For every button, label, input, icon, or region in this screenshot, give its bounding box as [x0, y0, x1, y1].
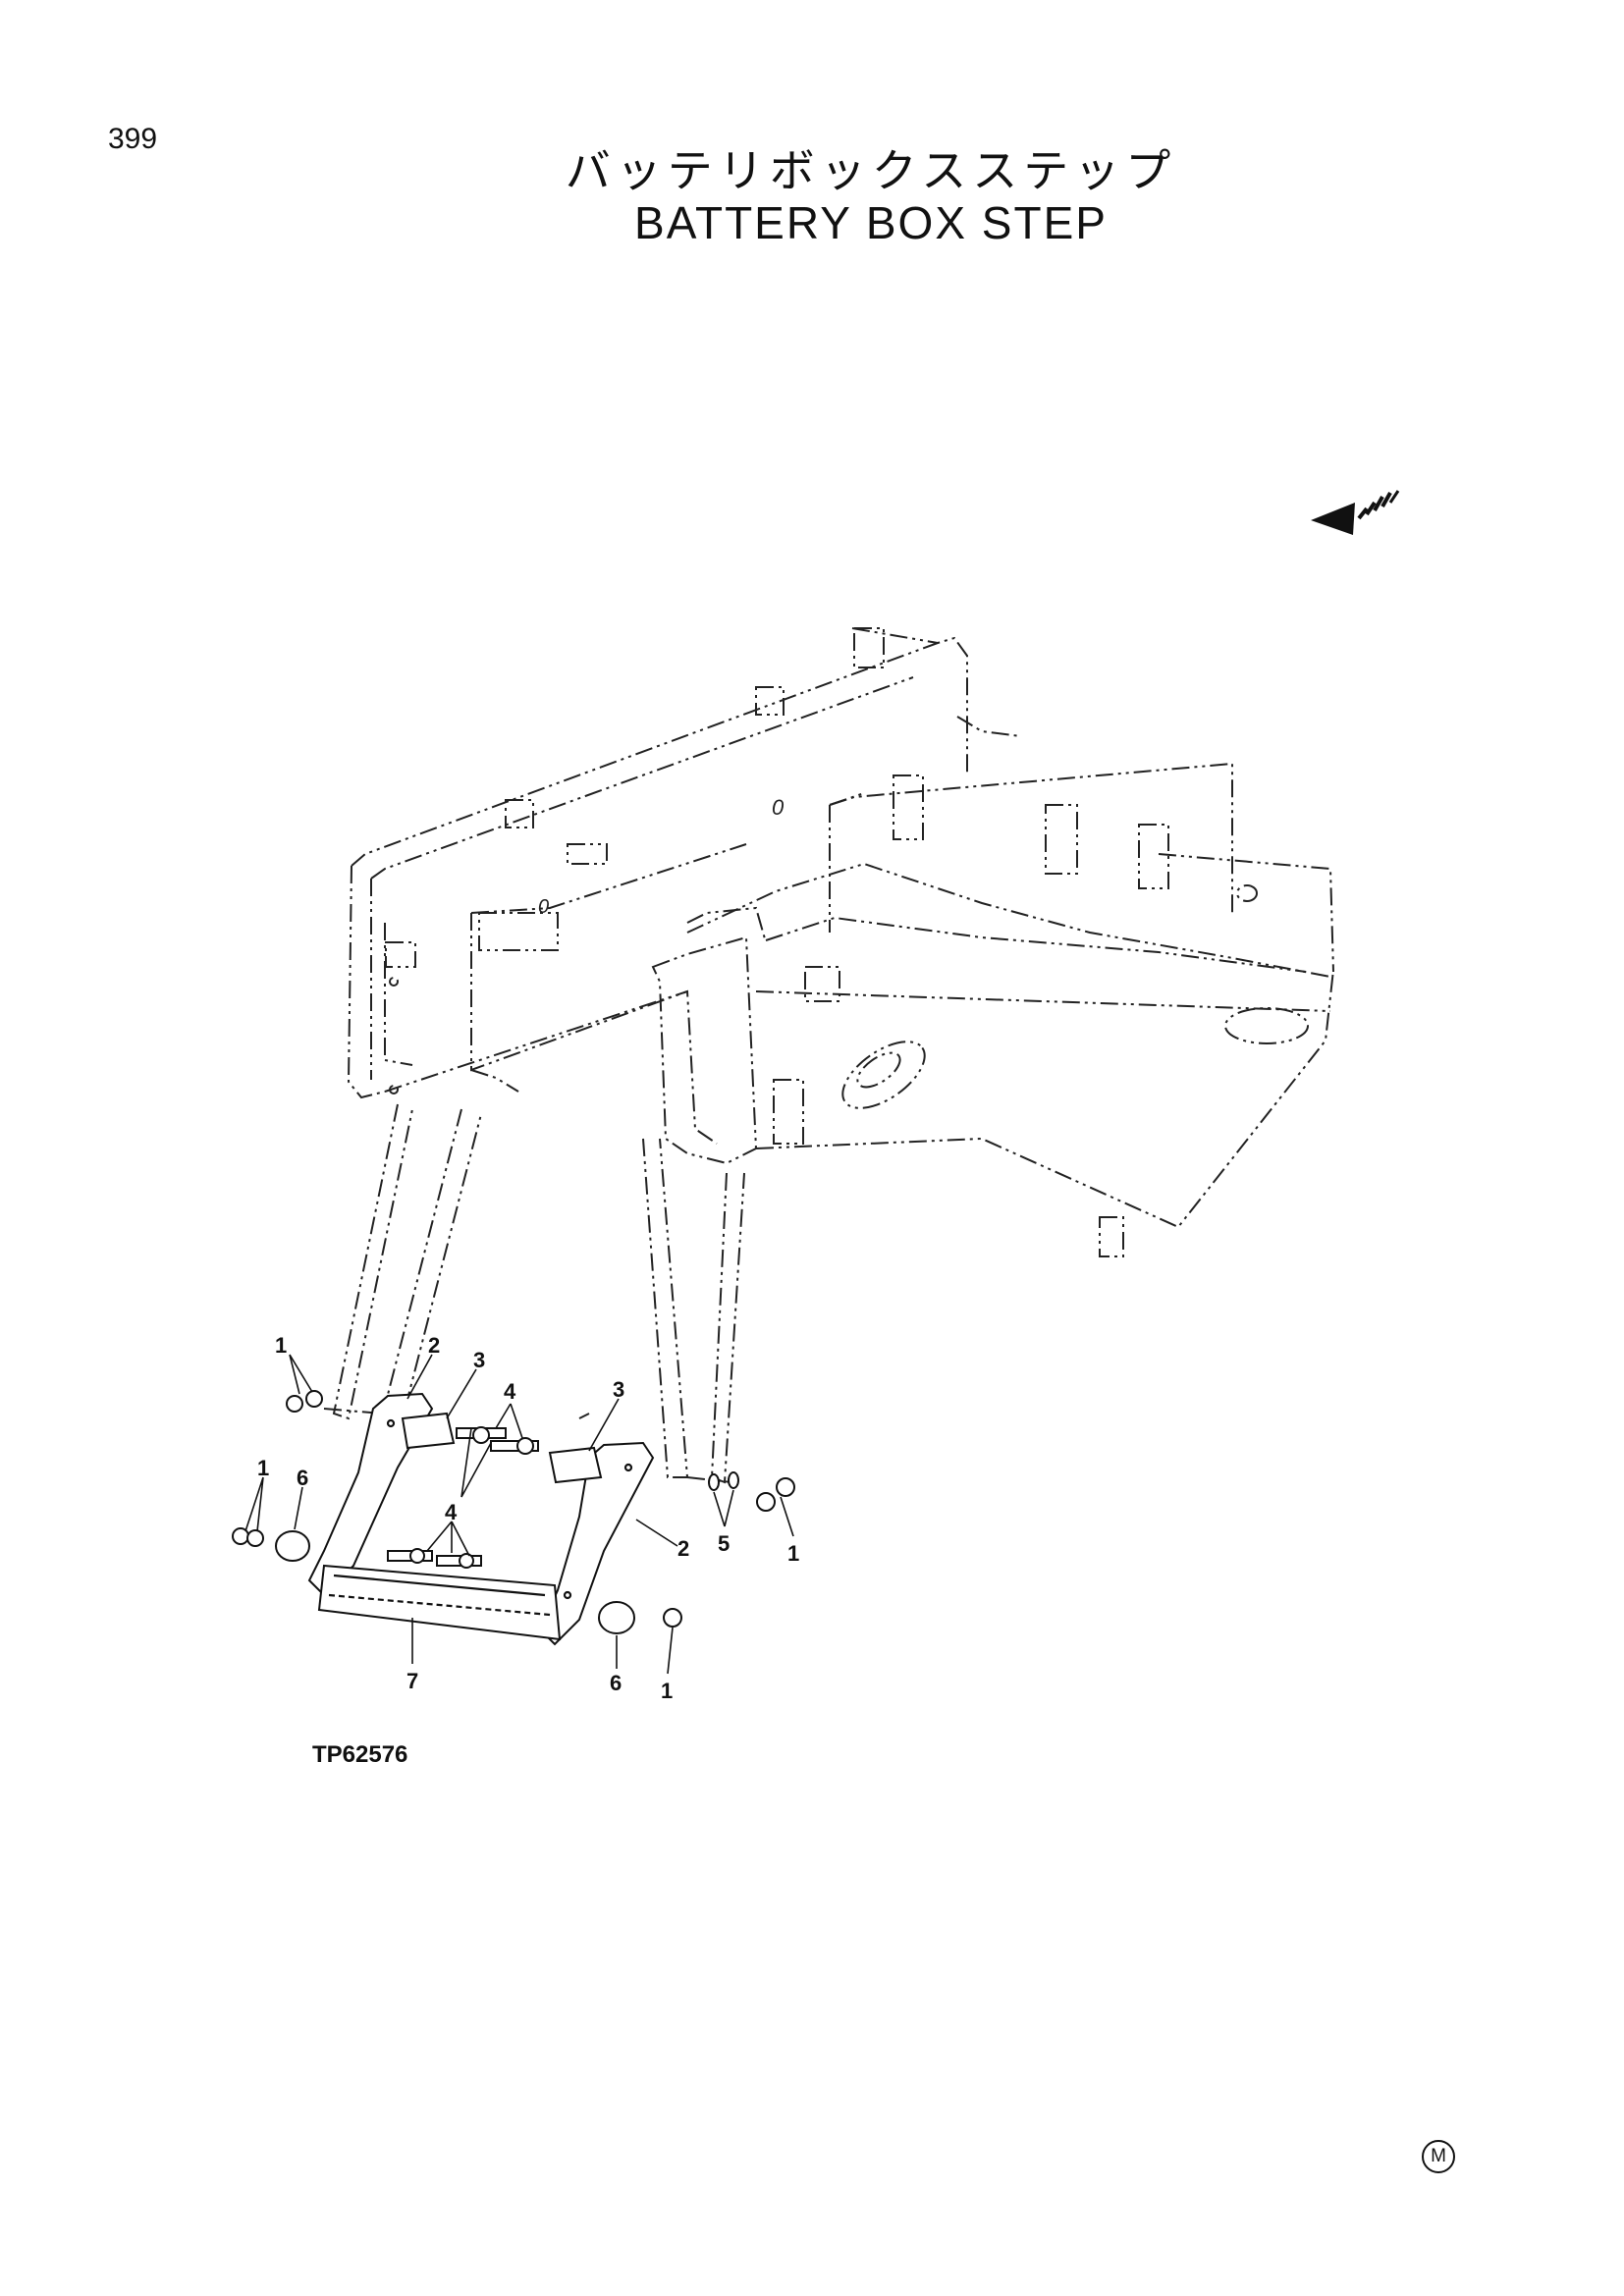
- page-number: 399: [108, 123, 158, 155]
- callout-7: 7: [406, 1669, 418, 1693]
- figure-id: TP62576: [312, 1741, 408, 1768]
- callout-6: 6: [297, 1466, 308, 1490]
- battery-box-frame: 0 0: [347, 627, 1334, 1257]
- callout-1: 1: [275, 1333, 287, 1358]
- callout-3: 3: [613, 1377, 624, 1402]
- page-title: BATTERY BOX STEP: [634, 197, 1108, 248]
- callout-4: 4: [445, 1500, 458, 1524]
- callout-3: 3: [473, 1348, 485, 1372]
- callout-labels: 1 2 3 4 3 1 6 4 2 5 1 7 6 1: [257, 1333, 799, 1703]
- battery-box-step: [232, 1390, 795, 1646]
- callout-2: 2: [428, 1333, 440, 1358]
- callout-1: 1: [661, 1679, 673, 1703]
- callout-5: 5: [718, 1531, 730, 1556]
- callout-1: 1: [257, 1456, 269, 1480]
- callout-4: 4: [504, 1379, 516, 1404]
- page-title-japanese: バッテリボックスステップ: [565, 144, 1177, 197]
- callout-leaders: [244, 1354, 794, 1675]
- manual-mark: M: [1422, 2140, 1455, 2173]
- callout-1: 1: [787, 1541, 799, 1566]
- callout-2: 2: [677, 1536, 689, 1561]
- svg-text:0: 0: [772, 795, 785, 820]
- front-direction-arrow-icon: [1311, 490, 1400, 535]
- svg-text:0: 0: [538, 896, 549, 918]
- callout-6: 6: [610, 1671, 622, 1695]
